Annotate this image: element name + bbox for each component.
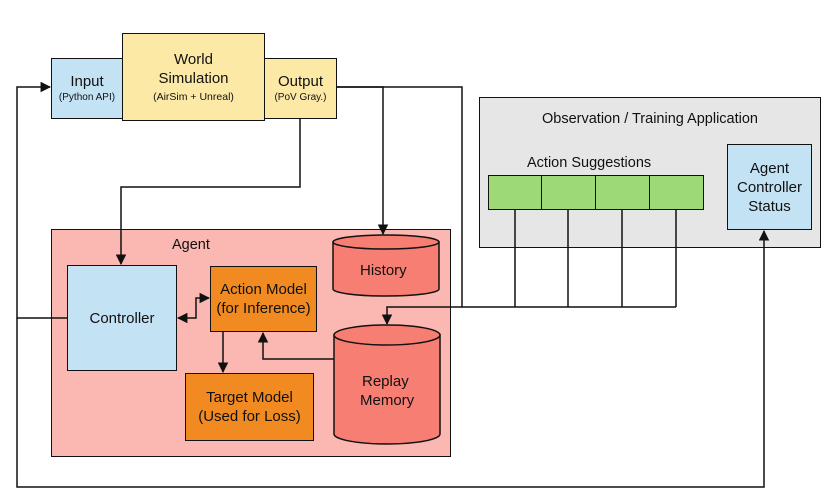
- agent-status-line1: Agent: [749, 159, 790, 177]
- replay-memory-line2: Memory: [360, 392, 415, 409]
- target-model-line1: Target Model: [206, 389, 293, 406]
- action-model-line1: Action Model: [220, 281, 307, 298]
- observation-training-title: Observation / Training Application: [541, 111, 758, 127]
- history-label: History: [360, 262, 407, 279]
- input-sub: (Python API): [58, 92, 116, 103]
- suggestion-drop-lines: [462, 210, 677, 308]
- action-suggestion-slot: [649, 175, 704, 210]
- world-simulation-sub: (AirSim + Unreal): [153, 91, 234, 103]
- action-suggestion-slot: [595, 175, 650, 210]
- target-model-line2: (Used for Loss): [198, 408, 301, 425]
- output-box: Output (PoV Gray.): [264, 58, 337, 119]
- output-to-controller-arrow: [115, 119, 301, 266]
- input-box: Input (Python API): [51, 58, 123, 119]
- output-sub: (PoV Gray.): [274, 92, 327, 103]
- controller-label: Controller: [89, 309, 155, 327]
- world-simulation-line1: World: [174, 51, 213, 68]
- action-suggestions-label: Action Suggestions: [527, 155, 652, 171]
- output-to-history-arrow: [337, 86, 389, 236]
- agent-status-line3: Status: [748, 197, 791, 215]
- controller-action-model-arrow: [176, 292, 211, 324]
- target-model-box: Target Model (Used for Loss): [185, 373, 314, 441]
- controller-to-input-arrow: [16, 81, 67, 319]
- world-simulation-line2: Simulation: [158, 70, 229, 87]
- replay-memory-cylinder: [333, 324, 441, 445]
- action-suggestion-slot: [541, 175, 596, 210]
- agent-label: Agent: [172, 237, 210, 253]
- action-model-box: Action Model (for Inference): [210, 266, 317, 332]
- replay-memory-line1: Replay: [362, 373, 409, 390]
- controller-box: Controller: [67, 265, 177, 371]
- output-title: Output: [277, 73, 324, 90]
- action-model-line2: (for Inference): [216, 300, 311, 317]
- replay-to-action-arrow: [257, 331, 334, 360]
- status-feedback-arrow: [16, 229, 770, 488]
- agent-controller-status-box: Agent Controller Status: [727, 144, 812, 230]
- world-simulation-box: World Simulation (AirSim + Unreal): [122, 33, 265, 121]
- agent-status-line2: Controller: [736, 178, 803, 196]
- input-title: Input: [70, 73, 104, 90]
